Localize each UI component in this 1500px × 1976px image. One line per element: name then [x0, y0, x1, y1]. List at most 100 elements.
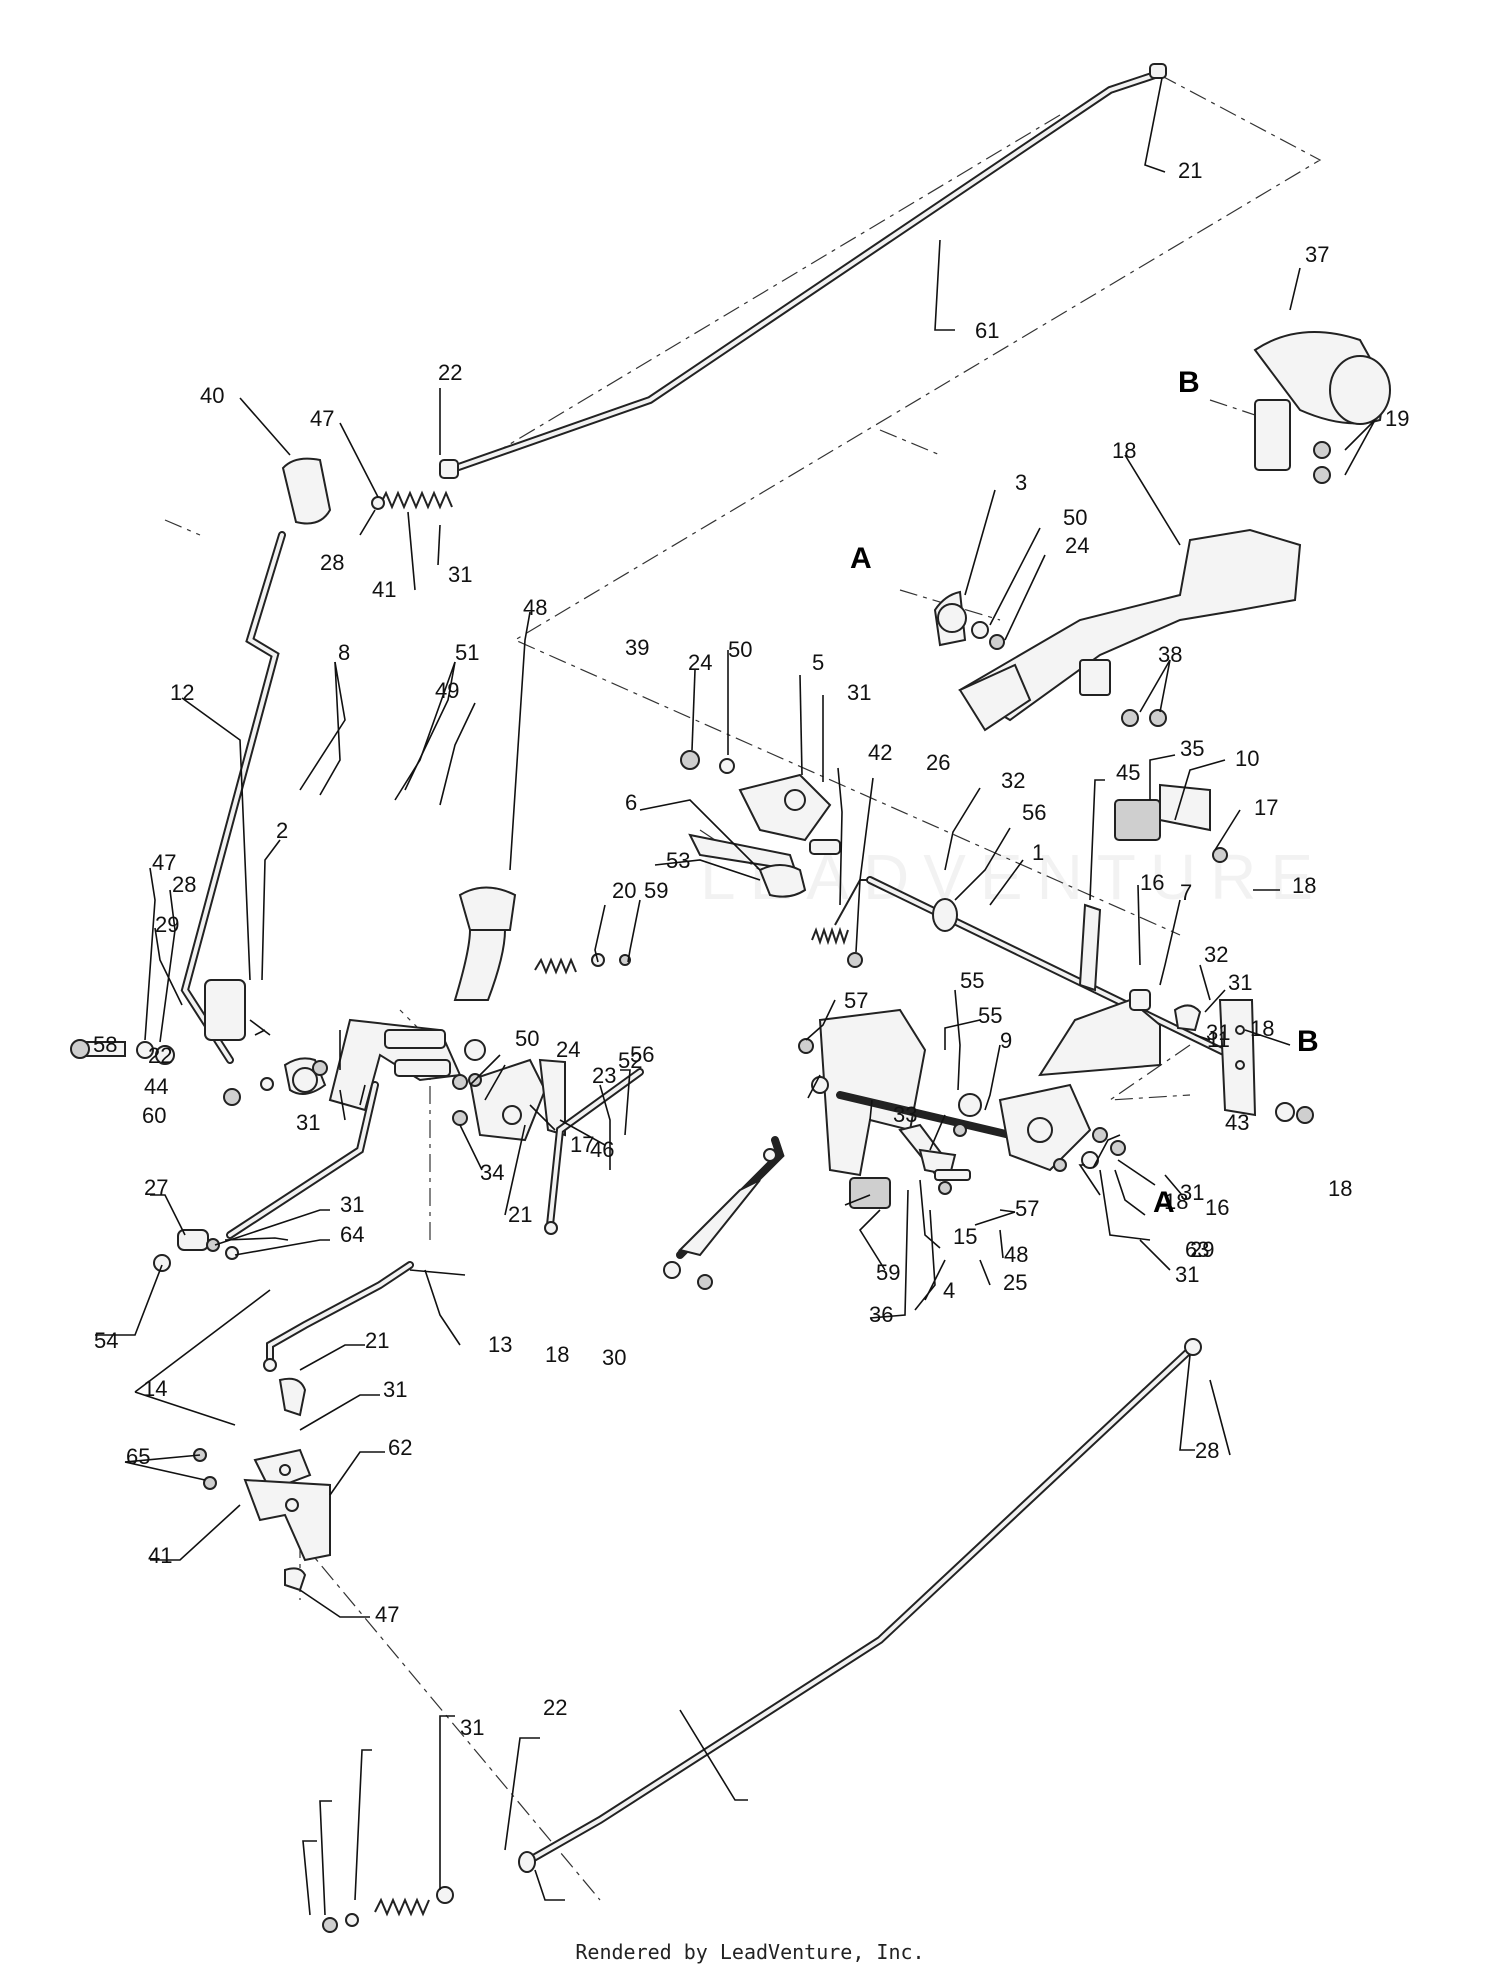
- callout-21: 21: [508, 1202, 532, 1227]
- plate-2: [798, 1008, 1014, 1177]
- callout-28: 28: [172, 872, 196, 897]
- callout-31: 31: [383, 1377, 407, 1402]
- callout-18: 18: [1164, 1189, 1188, 1214]
- callout-54: 54: [94, 1328, 118, 1353]
- hardware-left: [70, 1039, 358, 1106]
- callout-50: 50: [728, 637, 752, 662]
- callout-14: 14: [143, 1376, 167, 1401]
- callout-8: 8: [338, 640, 350, 665]
- callout-31: 31: [1180, 1180, 1204, 1205]
- callout-55: 55: [960, 968, 984, 993]
- rod-61: [446, 63, 1167, 474]
- callout-50: 50: [1063, 505, 1087, 530]
- callout-56: 56: [1022, 800, 1046, 825]
- callout-36: 36: [869, 1302, 893, 1327]
- callout-2: 2: [276, 818, 288, 843]
- section-mark-b: B: [1178, 366, 1200, 399]
- callout-35: 35: [1180, 736, 1204, 761]
- callout-49: 49: [435, 678, 459, 703]
- callout-46: 46: [590, 1137, 614, 1162]
- lever-12: [180, 457, 332, 1064]
- callout-48: 48: [523, 595, 547, 620]
- callout-18: 18: [545, 1342, 569, 1367]
- callout-59: 59: [644, 878, 668, 903]
- callout-12: 12: [170, 680, 194, 705]
- callout-47: 47: [375, 1602, 399, 1627]
- callout-42: 42: [868, 740, 892, 765]
- callout-27: 27: [144, 1175, 168, 1200]
- callout-22: 22: [148, 1043, 172, 1068]
- spring-44: [534, 953, 631, 975]
- callout-18: 18: [1292, 873, 1316, 898]
- callout-28: 28: [1195, 1438, 1219, 1463]
- callout-48: 48: [1004, 1242, 1028, 1267]
- pad-37: [1253, 331, 1391, 484]
- callout-4: 4: [943, 1278, 955, 1303]
- callout-58: 58: [93, 1032, 117, 1057]
- callout-6: 6: [625, 790, 637, 815]
- callout-3: 3: [1015, 470, 1027, 495]
- actuator-34: [663, 1136, 891, 1290]
- callout-51: 51: [455, 640, 479, 665]
- rod-60: [544, 1068, 644, 1235]
- callout-10: 10: [1235, 746, 1259, 771]
- switch-10: [1114, 783, 1228, 863]
- callout-16: 16: [1140, 870, 1164, 895]
- callout-32: 32: [1001, 768, 1025, 793]
- callout-25: 25: [1003, 1270, 1027, 1295]
- callout-31: 31: [460, 1715, 484, 1740]
- callout-24: 24: [1065, 533, 1089, 558]
- callout-52: 52: [618, 1048, 642, 1073]
- callout-60: 60: [142, 1103, 166, 1128]
- pedal-38: [958, 528, 1302, 732]
- bracket-14: [193, 1377, 331, 1592]
- callout-13: 13: [488, 1332, 512, 1357]
- rod-63: [153, 1081, 379, 1272]
- callout-40: 40: [200, 383, 224, 408]
- callout-15: 15: [953, 1224, 977, 1249]
- footer-credit: Rendered by LeadVenture, Inc.: [575, 1940, 925, 1964]
- callout-32: 32: [1204, 942, 1228, 967]
- callout-20: 20: [612, 878, 636, 903]
- callout-29: 29: [1190, 1237, 1214, 1262]
- callout-24: 24: [688, 650, 712, 675]
- callout-57: 57: [1015, 1196, 1039, 1221]
- callout-37: 37: [1305, 242, 1329, 267]
- callout-62: 62: [388, 1435, 412, 1460]
- callout-55: 55: [978, 1003, 1002, 1028]
- callout-24: 24: [556, 1037, 580, 1062]
- callout-57: 57: [844, 988, 868, 1013]
- callout-17: 17: [1254, 795, 1278, 820]
- callout-39: 39: [625, 635, 649, 660]
- callout-30: 30: [602, 1345, 626, 1370]
- callout-5: 5: [812, 650, 824, 675]
- callout-11: 11: [1207, 1027, 1230, 1052]
- bracket-5: [680, 750, 841, 898]
- rod-64: [263, 1261, 414, 1372]
- callout-41: 41: [372, 577, 396, 602]
- callout-23: 23: [592, 1063, 616, 1088]
- assembly-lines: [164, 74, 1322, 1901]
- callout-21: 21: [365, 1328, 389, 1353]
- callout-64: 64: [340, 1222, 364, 1247]
- section-mark-b: B: [1297, 1025, 1319, 1058]
- callout-31: 31: [847, 680, 871, 705]
- callout-45: 45: [1116, 760, 1140, 785]
- callout-21: 21: [1178, 158, 1202, 183]
- link-15: [898, 1123, 971, 1195]
- callout-33: 33: [893, 1102, 917, 1127]
- callout-34: 34: [480, 1160, 504, 1185]
- callout-31: 31: [1228, 970, 1252, 995]
- callout-22: 22: [438, 360, 462, 385]
- bracket-3: [933, 590, 1005, 650]
- callout-31: 31: [1206, 1020, 1230, 1045]
- callout-22: 22: [543, 1695, 567, 1720]
- callout-31: 31: [448, 562, 472, 587]
- callout-47: 47: [310, 406, 334, 431]
- spring-bottom: [322, 1886, 454, 1933]
- callout-26: 26: [926, 750, 950, 775]
- callout-56: 56: [630, 1042, 654, 1067]
- section-mark-a: A: [1153, 1186, 1175, 1219]
